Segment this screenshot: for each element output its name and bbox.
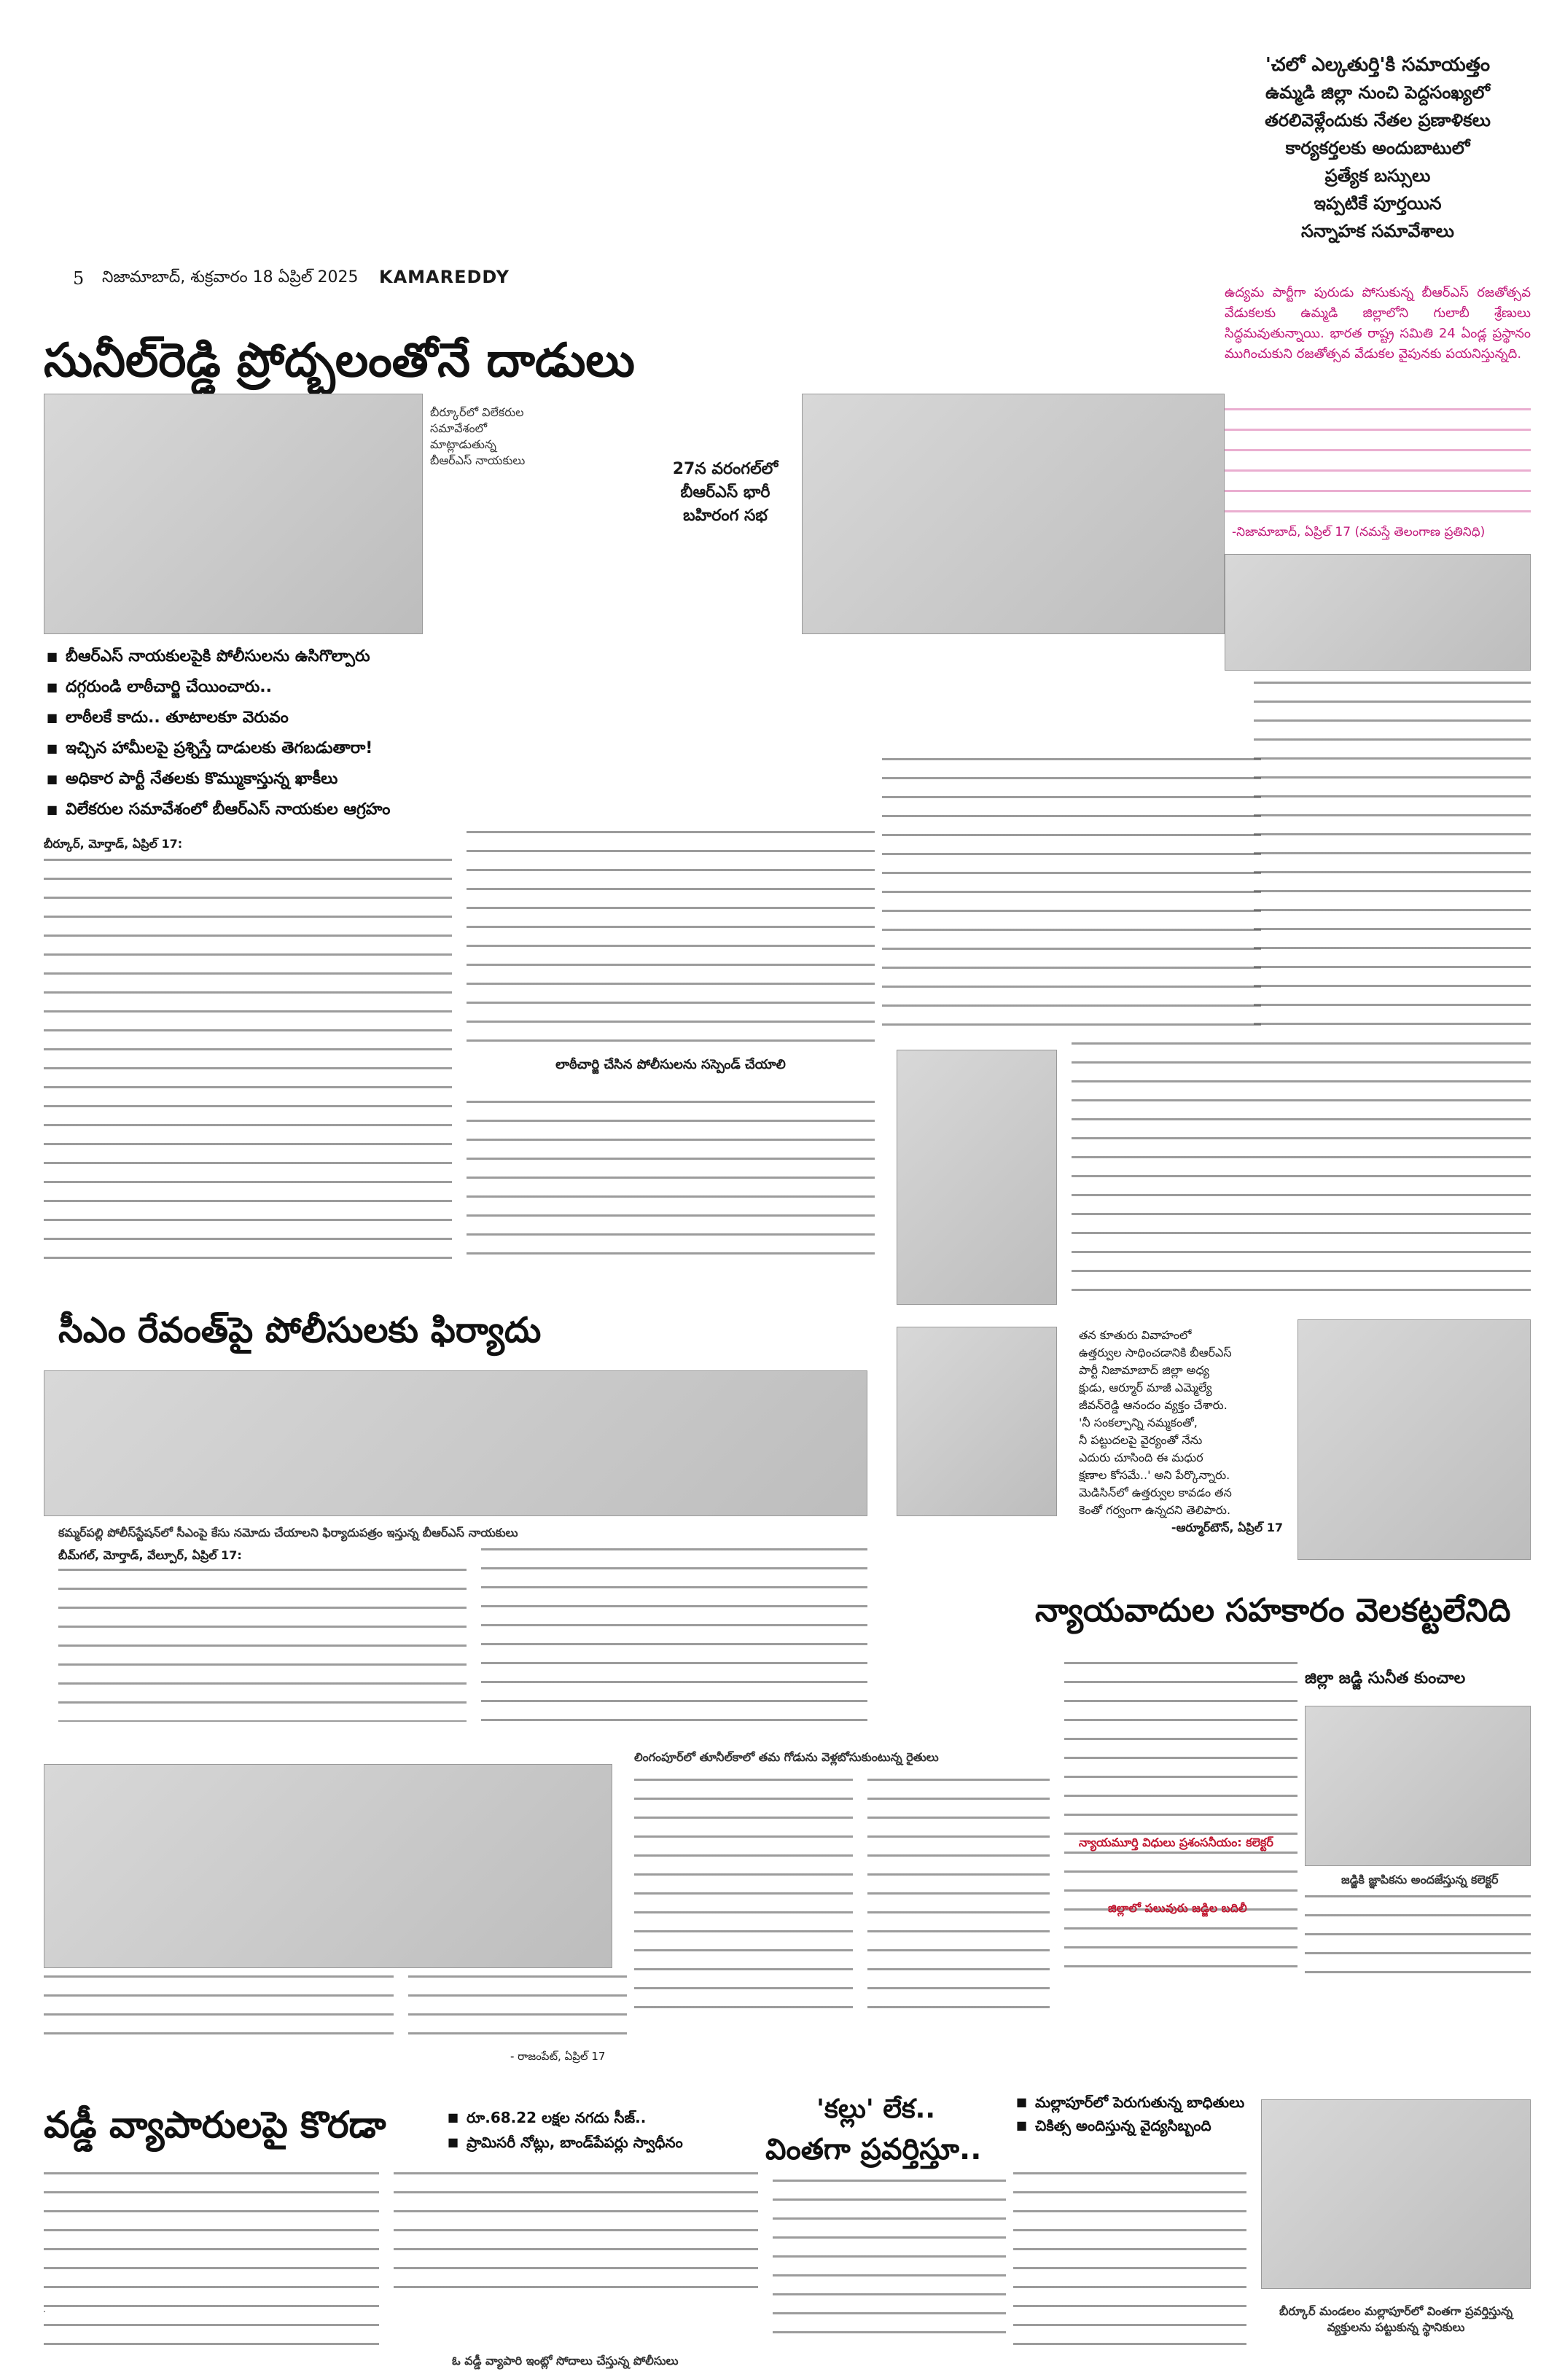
story1-bullets: బీఆర్‌ఎస్ నాయకులపైకి పోలీసులను ఉసిగొల్పా… [44,641,496,825]
dateline: నిజామాబాద్, శుక్రవారం 18 ఏప్రిల్ 2025 [102,268,359,286]
bullet-point: అధికార పార్టీ నేతలకు కొమ్ముకాస్తున్న ఖాక… [44,764,496,795]
bullet-point: ఇచ్చిన హామీలపై ప్రశ్నిస్తే దాడులకు తెగబడ… [44,733,496,764]
story1-photo-caption: బీర్కూర్‌లో విలేకరుల సమావేశంలో మాట్లాడుత… [430,405,526,467]
story3-subhead-2: జిల్లాలో పలువురు జడ్జిల బదిలీ [1108,1901,1247,1915]
quote-box: తన కూతురు వివాహంలో ఉత్తర్వుల సాధించడానిక… [1079,1327,1283,1537]
story1-photo-2 [802,394,1225,634]
pink-story-body-3 [1072,1042,1531,1305]
quote-line: తన కూతురు వివాహంలో [1079,1328,1192,1342]
story5-body-col1 [44,2172,379,2347]
story1-body-col4 [882,758,1261,1042]
promo-line: ప్రత్యేక బస్సులు [1324,165,1431,186]
quote-line: క్షుడు, ఆర్మూర్ మాజీ ఎమ్మెల్యే [1079,1381,1212,1394]
quote-line: 'నీ సంకల్పాన్ని నమ్మకంతో, [1079,1416,1198,1429]
quote-line: మెడిసిన్‌లో ఉత్తర్వుల కావడం తన [1079,1486,1232,1499]
story1-body-col1 [44,859,452,1267]
pink-story-photo-2 [897,1050,1057,1305]
story2-body-col1 [58,1569,467,1722]
story3-headline: న్యాయవాదుల సహకారం వెలకట్టలేనిది [1035,1592,1511,1629]
edition-name: KAMAREDDY [379,267,510,287]
story5-bullets: రూ.68.22 లక్షల నగదు సీజ్.. ప్రామిసరీ నోట… [445,2105,765,2155]
bullet-point: లాఠీలకే కాదు.. తూటాలకూ వెరువం [44,703,496,733]
bullet-point: విలేకరుల సమావేశంలో బీఆర్‌ఎస్ నాయకుల ఆగ్ర… [44,795,496,825]
quote-signoff: -ఆర్మూర్‌టౌన్, ఏప్రిల్ 17 [1171,1521,1283,1534]
quote-line: ఎదురు చూసింది ఈ మధుర [1079,1451,1203,1464]
quote-line: క్షణాల కోసమే..' అని పేర్కొన్నారు. [1079,1468,1230,1482]
pink-story-photo [1225,554,1531,671]
story7-body-col1 [1013,2172,1246,2347]
quote-line: జీవన్‌రెడ్డి ఆనందం వ్యక్తం చేశారు. [1079,1398,1228,1412]
story4-body-col1 [634,1779,853,2019]
quote-line: పార్టీ నిజామాబాద్ జిల్లా అధ్య [1079,1363,1209,1377]
bullet-point: చికిత్స అందిస్తున్న వైద్యసిబ్బంది [1013,2114,1319,2137]
story3-body-col2 [1305,1895,1531,1983]
quote-line: నీ పట్టుదలపై వైర్యంతో నేను [1079,1433,1203,1447]
story5-photo-anchor [44,2311,45,2312]
story4-photo-caption: లింగంపూర్‌లో తూనీల్‌కాలో తమ గోడును వెళ్ల… [634,1750,939,1764]
story2-dateline: బీమ్‌గల్, మోర్తాడ్, వేల్పూర్, ఏప్రిల్ 17… [58,1548,242,1562]
story1-photo [44,394,423,634]
bullet-point: రూ.68.22 లక్షల నగదు సీజ్.. [445,2105,765,2130]
story3-subhead-1: న్యాయమూర్తి విధులు ప్రశంసనీయం: కలెక్టర్ [1079,1835,1273,1849]
bullet-point: ప్రామిసరీ నోట్లు, బాండ్‌పేపర్లు స్వాధీనం [445,2130,765,2155]
pink-story-body-2 [1254,682,1531,1031]
story4-body-col0 [44,1975,394,2048]
story4-body-col2 [867,1779,1050,2019]
story7-photo-caption: బీర్కూర్ మండలం మల్లాపూర్‌లో వింతగా ప్రవర… [1279,2304,1513,2334]
story4-signoff: - రాజంపేట్, ఏప్రిల్ 17 [510,2050,606,2063]
story3-photo-caption: జడ్జికి జ్ఞాపికను అందజేస్తున్న కలెక్టర్ [1341,1873,1499,1887]
story3-kicker: జిల్లా జడ్జి సునీత కుంచాల [1305,1669,1466,1688]
story1-headline: సునీల్‌రెడ్డి ప్రోద్బలంతోనే దాడులు [44,334,635,388]
story5-body-col2 [394,2172,758,2303]
promo-line: కార్యకర్తలకు అందుబాటులో [1285,138,1470,158]
quote-line: ఉత్తర్వుల సాధించడానికి బీఆర్‌ఎస్ [1079,1346,1232,1359]
story5-headline: వడ్డీ వ్యాపారులపై కొరడా [44,2104,386,2146]
story6-body-col1 [773,2180,1006,2340]
story4-photo [44,1764,612,1968]
promo-line: తరలివెళ్లేందుకు నేతల ప్రణాళికలు [1265,110,1491,130]
bullet-point: మల్లాపూర్‌లో పెరుగుతున్న బాధితులు [1013,2091,1319,2114]
quote-line: కెంతో గర్వంగా ఉన్నదని తెలిపారు. [1079,1503,1231,1517]
story3-body-col1 [1064,1662,1298,1983]
story1-subhead: లాఠీచార్జి చేసిన పోలీసులను సస్పెండ్ చేయా… [555,1057,786,1072]
promo-line: 'చలో ఎల్కతుర్తి'కి సమాయత్తం [1265,54,1491,76]
pink-story-body [1225,408,1531,518]
quote-photo-2 [1298,1319,1531,1560]
story2-body-col2 [481,1548,867,1722]
story7-photo [1261,2099,1531,2289]
story1-body-col2 [467,831,875,1050]
story2-photo-caption: కమ్మర్‌పల్లి పోలీస్‌స్టేషన్‌లో సీఎంపై కే… [58,1526,518,1540]
promo-line: సన్నాహక సమావేశాలు [1301,221,1454,241]
promo-box: 'చలో ఎల్కతుర్తి'కి సమాయత్తం ఉమ్మడి జిల్ల… [1225,44,1531,255]
story7-bullets: మల్లాపూర్‌లో పెరుగుతున్న బాధితులు చికిత్… [1013,2091,1319,2137]
promo-line: ఉమ్మడి జిల్లా నుంచి పెద్దసంఖ్యలో [1265,82,1490,103]
promo-line: ఇప్పటికే పూర్తయిన [1314,193,1442,214]
story4-body-col0b [408,1975,627,2048]
bullet-point: బీఆర్‌ఎస్ నాయకులపైకి పోలీసులను ఉసిగొల్పా… [44,641,496,672]
story6-headline-line2: వింతగా ప్రవర్తిస్తూ.. [765,2133,982,2166]
story6-headline-line1: 'కల్లు' లేక.. [816,2094,936,2124]
story1-dateline: బీర్కూర్, మోర్తాడ్, ఏప్రిల్ 17: [44,837,183,851]
story5-photo-caption: ఓ వడ్డీ వ్యాపారి ఇంట్లో సోదాలు చేస్తున్న… [452,2354,679,2368]
story2-headline: సీఎం రేవంత్‌పై పోలీసులకు ఫిర్యాదు [58,1310,542,1351]
story1-body-col3 [467,1101,875,1267]
bullet-point: దగ్గరుండి లాఠీచార్జి చేయించారు.. [44,672,496,703]
quote-photo [897,1327,1057,1516]
story2-photo [44,1370,867,1516]
story3-photo [1305,1706,1531,1866]
page-number: 5 [73,268,85,289]
pink-story-signoff: -నిజామాబాద్, ఏప్రిల్ 17 (నమస్తే తెలంగాణ … [1232,525,1486,539]
pink-story-intro: ఉద్యమ పార్టీగా పురుడు పోసుకున్న బీఆర్‌ఎస… [1225,285,1531,362]
story1-side-box: 27న వరంగల్‌లో బీఆర్‌ఎస్ భారీ బహిరంగ సభ [672,460,778,525]
